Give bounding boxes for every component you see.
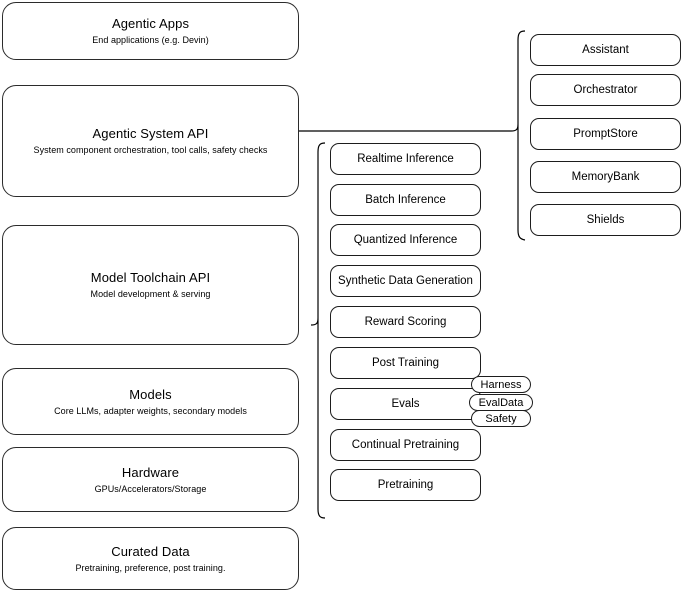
layer-curated-data[interactable]: Curated Data Pretraining, preference, po… bbox=[2, 527, 299, 590]
toolchain-item-reward-scoring[interactable]: Reward Scoring bbox=[330, 306, 481, 338]
eval-badge-label: EvalData bbox=[478, 396, 524, 409]
toolchain-item-label: Quantized Inference bbox=[353, 234, 458, 246]
system-component-label: Shields bbox=[586, 214, 625, 226]
system-component-label: Orchestrator bbox=[573, 84, 638, 96]
toolchain-item-post-training[interactable]: Post Training bbox=[330, 347, 481, 379]
system-component-label: PromptStore bbox=[573, 128, 638, 140]
toolchain-item-label: Continual Pretraining bbox=[351, 439, 460, 451]
layer-agentic-system-api[interactable]: Agentic System API System component orch… bbox=[2, 85, 299, 197]
eval-badge-harness[interactable]: Harness bbox=[471, 376, 531, 393]
toolchain-item-evals[interactable]: Evals bbox=[330, 388, 481, 420]
layer-subtitle: Core LLMs, adapter weights, secondary mo… bbox=[54, 405, 247, 416]
system-component-assistant[interactable]: Assistant bbox=[530, 34, 681, 66]
layer-title: Agentic System API bbox=[92, 126, 209, 141]
toolchain-item-label: Reward Scoring bbox=[364, 316, 447, 328]
layer-subtitle: System component orchestration, tool cal… bbox=[33, 145, 268, 155]
eval-badge-evaldata[interactable]: EvalData bbox=[469, 394, 533, 411]
layer-title: Hardware bbox=[121, 464, 180, 480]
eval-badge-label: Harness bbox=[480, 378, 522, 391]
layer-models[interactable]: Models Core LLMs, adapter weights, secon… bbox=[2, 368, 299, 435]
layer-title: Curated Data bbox=[111, 543, 190, 559]
toolchain-item-quantized-inference[interactable]: Quantized Inference bbox=[330, 224, 481, 256]
toolchain-item-batch-inference[interactable]: Batch Inference bbox=[330, 184, 481, 216]
toolchain-item-label: Post Training bbox=[371, 357, 440, 369]
layer-subtitle: End applications (e.g. Devin) bbox=[92, 35, 209, 45]
eval-badge-label: Safety bbox=[485, 412, 517, 425]
layer-title: Models bbox=[129, 386, 172, 402]
layer-title: Agentic Apps bbox=[111, 16, 190, 31]
toolchain-item-label: Synthetic Data Generation bbox=[338, 275, 473, 287]
toolchain-item-label: Pretraining bbox=[377, 479, 434, 491]
toolchain-item-label: Realtime Inference bbox=[357, 153, 454, 165]
system-component-orchestrator[interactable]: Orchestrator bbox=[530, 74, 681, 106]
layer-subtitle: Pretraining, preference, post training. bbox=[75, 562, 226, 573]
system-component-memorybank[interactable]: MemoryBank bbox=[530, 161, 681, 193]
toolchain-item-pretraining[interactable]: Pretraining bbox=[330, 469, 481, 501]
layer-subtitle: GPUs/Accelerators/Storage bbox=[94, 483, 207, 494]
layer-subtitle: Model development & serving bbox=[90, 289, 211, 299]
toolchain-item-label: Evals bbox=[391, 398, 420, 410]
system-component-promptstore[interactable]: PromptStore bbox=[530, 118, 681, 150]
layer-hardware[interactable]: Hardware GPUs/Accelerators/Storage bbox=[2, 447, 299, 512]
toolchain-item-realtime-inference[interactable]: Realtime Inference bbox=[330, 143, 481, 175]
eval-badge-safety[interactable]: Safety bbox=[471, 410, 531, 427]
system-component-shields[interactable]: Shields bbox=[530, 204, 681, 236]
toolchain-item-continual-pretraining[interactable]: Continual Pretraining bbox=[330, 429, 481, 461]
layer-title: Model Toolchain API bbox=[90, 270, 211, 285]
layer-model-toolchain-api[interactable]: Model Toolchain API Model development & … bbox=[2, 225, 299, 345]
system-component-label: Assistant bbox=[582, 44, 629, 56]
toolchain-item-label: Batch Inference bbox=[365, 194, 446, 206]
toolchain-item-synthetic-data-generation[interactable]: Synthetic Data Generation bbox=[330, 265, 481, 297]
layer-agentic-apps[interactable]: Agentic Apps End applications (e.g. Devi… bbox=[2, 2, 299, 60]
system-component-label: MemoryBank bbox=[571, 171, 640, 183]
